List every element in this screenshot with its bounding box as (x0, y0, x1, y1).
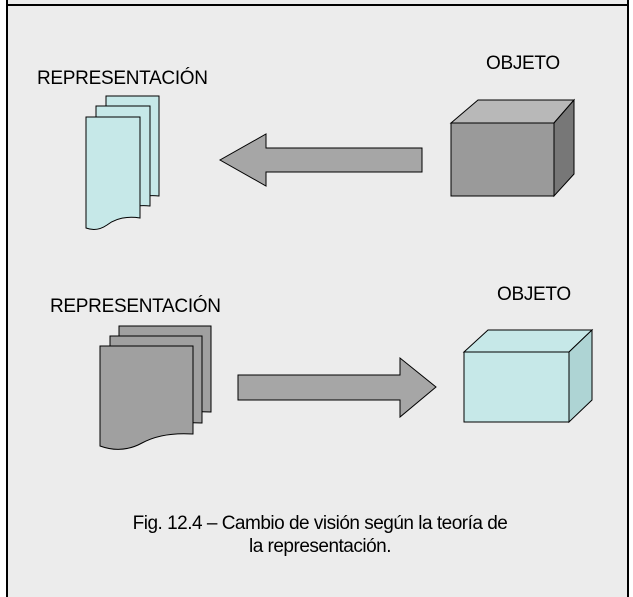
frame-top-border (6, 4, 629, 6)
top-cube-top (449, 99, 576, 124)
bottom-cube-side (568, 328, 593, 424)
top-cube (449, 98, 576, 198)
top-document-stack (85, 95, 160, 230)
caption-line-1: Fig. 12.4 – Cambio de visión según la te… (132, 513, 508, 534)
bottom-document-front (99, 345, 194, 450)
top-object-label: OBJETO (486, 53, 560, 74)
figure-caption: Fig. 12.4 – Cambio de visión según la te… (40, 512, 600, 558)
caption-line-2: la representación. (248, 536, 392, 557)
top-cube-side (553, 98, 575, 198)
bottom-cube-front (463, 351, 570, 423)
bottom-document-stack (99, 325, 212, 450)
top-arrow-left (218, 133, 423, 187)
top-document-front (85, 116, 141, 230)
bottom-arrow-right (237, 356, 437, 419)
bottom-object-label: OBJETO (497, 284, 571, 305)
bottom-cube (462, 328, 594, 424)
top-representation-label: REPRESENTACIÓN (37, 68, 208, 89)
top-cube-front (450, 122, 555, 197)
bottom-representation-label: REPRESENTACIÓN (50, 296, 221, 317)
